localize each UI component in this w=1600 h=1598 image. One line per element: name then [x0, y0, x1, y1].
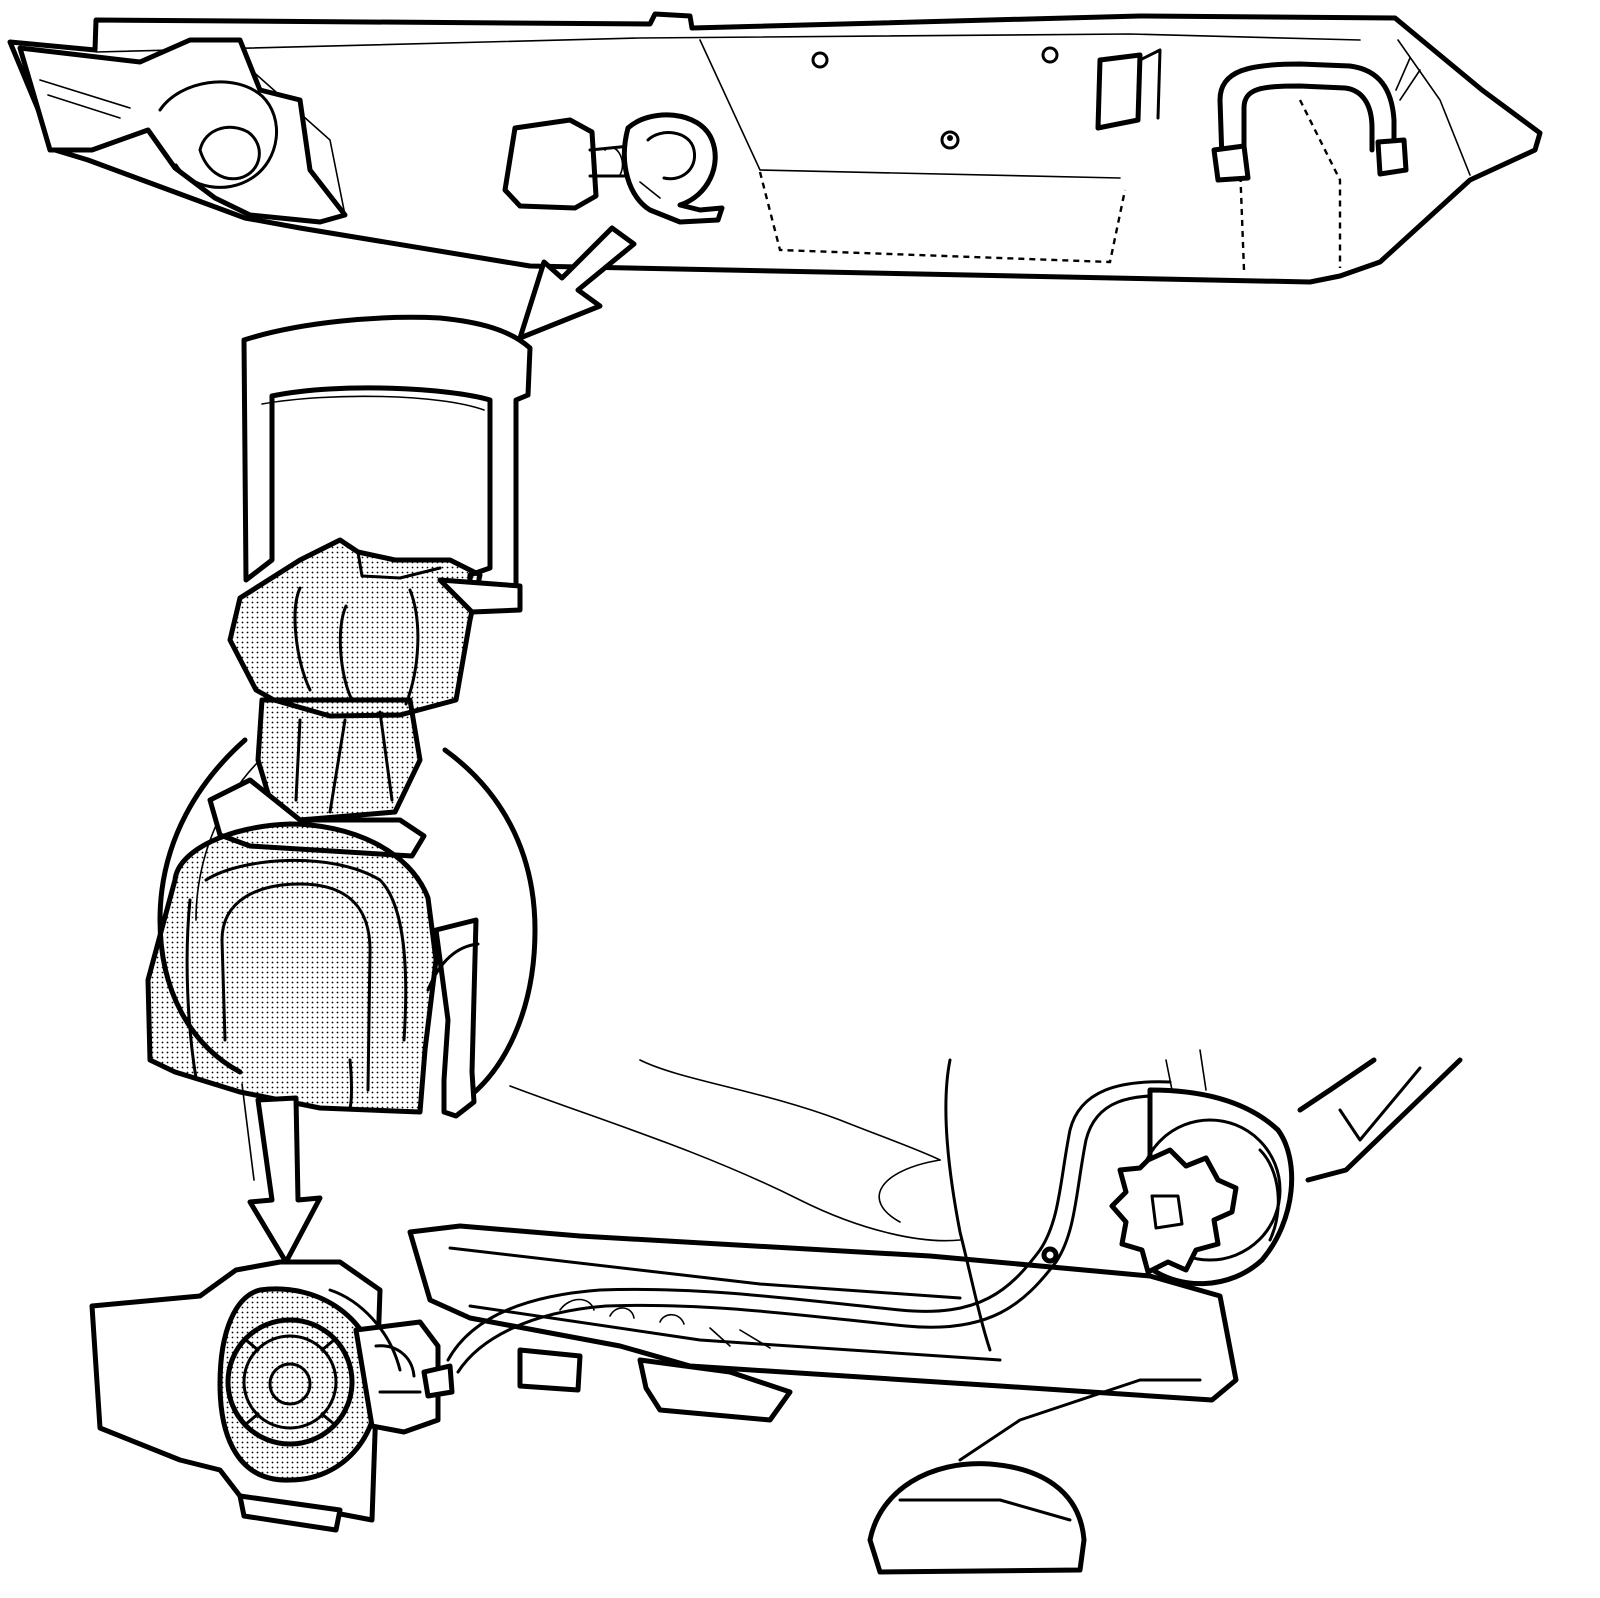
lamp-bulb-holder-enlarged [145, 314, 538, 1119]
seat-belt-retractor [89, 1080, 1295, 1533]
seat-frame-track [407, 1049, 1463, 1575]
bumper-right-bracket [1095, 48, 1421, 183]
pointer-arrow-lower [241, 1083, 323, 1265]
pointer-arrow-upper [517, 225, 637, 341]
license-lamp-socket [502, 112, 725, 225]
rear-bumper-cover [7, 11, 1543, 285]
